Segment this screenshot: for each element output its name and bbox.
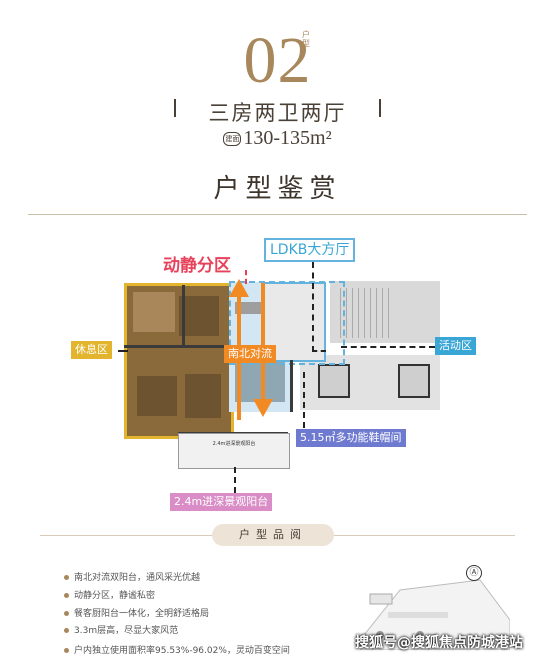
activity-label: 活动区 — [435, 337, 476, 355]
elevator-left — [318, 364, 350, 398]
section-title: 户型鉴赏 — [213, 174, 342, 204]
site-map — [359, 560, 511, 651]
flow-label: 南北对流 — [224, 345, 276, 363]
zone-label: 动静分区 — [163, 256, 231, 276]
title-bar-right — [379, 99, 381, 117]
area-value: 130-135m² — [243, 127, 332, 149]
north-arrow-icon: Ⓐ — [466, 565, 482, 581]
floor-plan: 2.4m进深景观阳台 动静分区 LDKB大方厅 休息区 活动区 南北对流 5.1… — [71, 238, 476, 511]
activity-zone-outline — [229, 281, 345, 365]
title-bar-left — [174, 99, 176, 117]
watermark: 搜狐号@搜狐焦点防城港站 — [355, 635, 523, 651]
divider-line — [28, 214, 527, 215]
unit-suffix: 户型 — [302, 30, 310, 48]
balcony-inner-text: 2.4m进深景观阳台 — [212, 441, 256, 447]
feature-item: 南北对流双阳台，通风采光优越 — [64, 570, 200, 583]
rest-label: 休息区 — [71, 341, 112, 359]
feature-item: 户内独立使用面积率95.53%-96.02%，灵动百变空间 — [64, 643, 290, 656]
balcony: 2.4m进深景观阳台 — [178, 433, 290, 469]
ldkb-label: LDKB大方厅 — [264, 238, 356, 262]
features-title: 户型品阅 — [212, 524, 334, 546]
feature-item: 3.3m层高，尽显大家风范 — [64, 623, 178, 636]
layout-name: 三房两卫两厅 — [208, 101, 347, 125]
rest-zone — [124, 283, 234, 439]
feature-item: 餐客厨阳台一体化，全明舒适格局 — [64, 606, 209, 619]
unit-number: 02 — [243, 24, 312, 97]
area-badge: 建面 — [223, 132, 242, 147]
storage-label: 5.15㎡多功能鞋帽间 — [296, 429, 406, 447]
elevator-right — [398, 364, 430, 398]
feature-item: 动静分区，静谧私密 — [64, 588, 155, 601]
balcony-label: 2.4m进深景观阳台 — [170, 493, 273, 511]
stair-treads — [340, 288, 390, 338]
